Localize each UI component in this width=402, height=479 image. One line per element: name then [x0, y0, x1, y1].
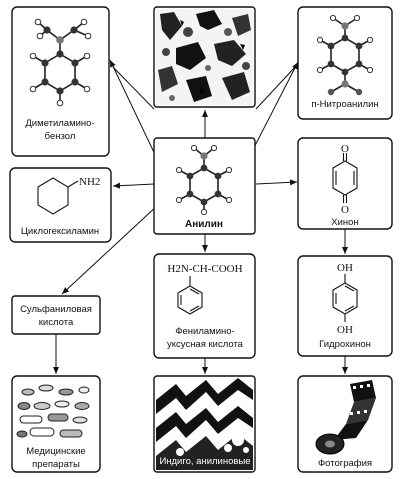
hydroquinone-atom-bottom: OH	[337, 324, 353, 336]
node-photography: Фотография	[297, 375, 393, 473]
node-sulfanilic-acid: Сульфаниловая кислота	[11, 295, 101, 335]
node-top-photo	[153, 6, 256, 108]
hydroquinone-label: Гидрохинон	[319, 339, 371, 350]
pills-illustration	[16, 384, 90, 438]
phenylaminoacetic-acid-structure	[177, 276, 203, 315]
aniline-molecule-model	[175, 144, 233, 216]
quinone-atom-bottom: O	[341, 204, 349, 216]
explosion-photo-image	[156, 9, 253, 105]
sulfanilic-acid-label-line-1: Сульфаниловая	[20, 304, 92, 315]
fabric-pattern-image	[156, 378, 253, 470]
phenylaminoacetic-acid-formula: H2N-CH-COOH	[167, 263, 242, 275]
cyclohexylamine-formula: NH2	[79, 176, 100, 188]
film-reel-illustration	[315, 380, 376, 455]
node-dyes: Индиго, анилиновые	[153, 375, 256, 473]
hydroquinone-atom-top: OH	[337, 262, 353, 274]
photography-label: Фотография	[318, 458, 372, 469]
sulfanilic-acid-label-line-2: кислота	[39, 317, 74, 328]
medicines-label-line-2: препараты	[32, 459, 80, 470]
p-nitroaniline-molecule-model	[316, 14, 374, 96]
arrow-to-dimethylaminobenzene	[109, 59, 161, 166]
cyclohexylamine-structure	[37, 177, 79, 215]
line-top-image-nitro	[255, 65, 297, 110]
cyclohexylamine-label: Циклогексиламин	[21, 226, 99, 237]
node-aniline: Анилин	[153, 137, 256, 235]
medicines-label-line-1: Медицинские	[26, 446, 85, 457]
quinone-structure	[332, 153, 358, 203]
node-hydroquinone: OH OH Гидрохинон	[297, 255, 393, 357]
arrow-to-sulfanilic-acid	[61, 204, 159, 295]
dimethylaminobenzene-label-line-2: бензол	[45, 131, 76, 142]
aniline-label: Анилин	[185, 219, 223, 230]
arrow-to-cyclohexylamine	[112, 182, 155, 189]
phenylaminoacetic-acid-label-line-2: уксусная кислота	[167, 339, 244, 350]
quinone-atom-top: O	[341, 143, 349, 155]
node-dimethylaminobenzene: Диметиламино- бензол	[11, 6, 110, 157]
node-p-nitroaniline: п-Нитроанилин	[297, 6, 393, 120]
dimethylaminobenzene-molecule-model	[29, 18, 92, 107]
hydroquinone-structure	[332, 274, 358, 322]
phenylaminoacetic-acid-label-line-1: Фениламино-	[175, 326, 234, 337]
quinone-label: Хинон	[331, 217, 358, 228]
node-medicines: Медицинские препараты	[11, 375, 101, 473]
node-cyclohexylamine: NH2 Циклогексиламин	[9, 167, 112, 243]
dyes-label: Индиго, анилиновые	[159, 456, 250, 467]
p-nitroaniline-label: п-Нитроанилин	[311, 99, 378, 110]
arrow-to-quinone	[255, 179, 298, 186]
dimethylaminobenzene-label-line-1: Диметиламино-	[25, 118, 94, 129]
line-top-image-dimethyl	[112, 66, 155, 110]
node-quinone: O O Хинон	[297, 137, 393, 230]
node-phenylaminoacetic-acid: H2N-CH-COOH Фениламино- уксусная кислота	[153, 253, 256, 359]
